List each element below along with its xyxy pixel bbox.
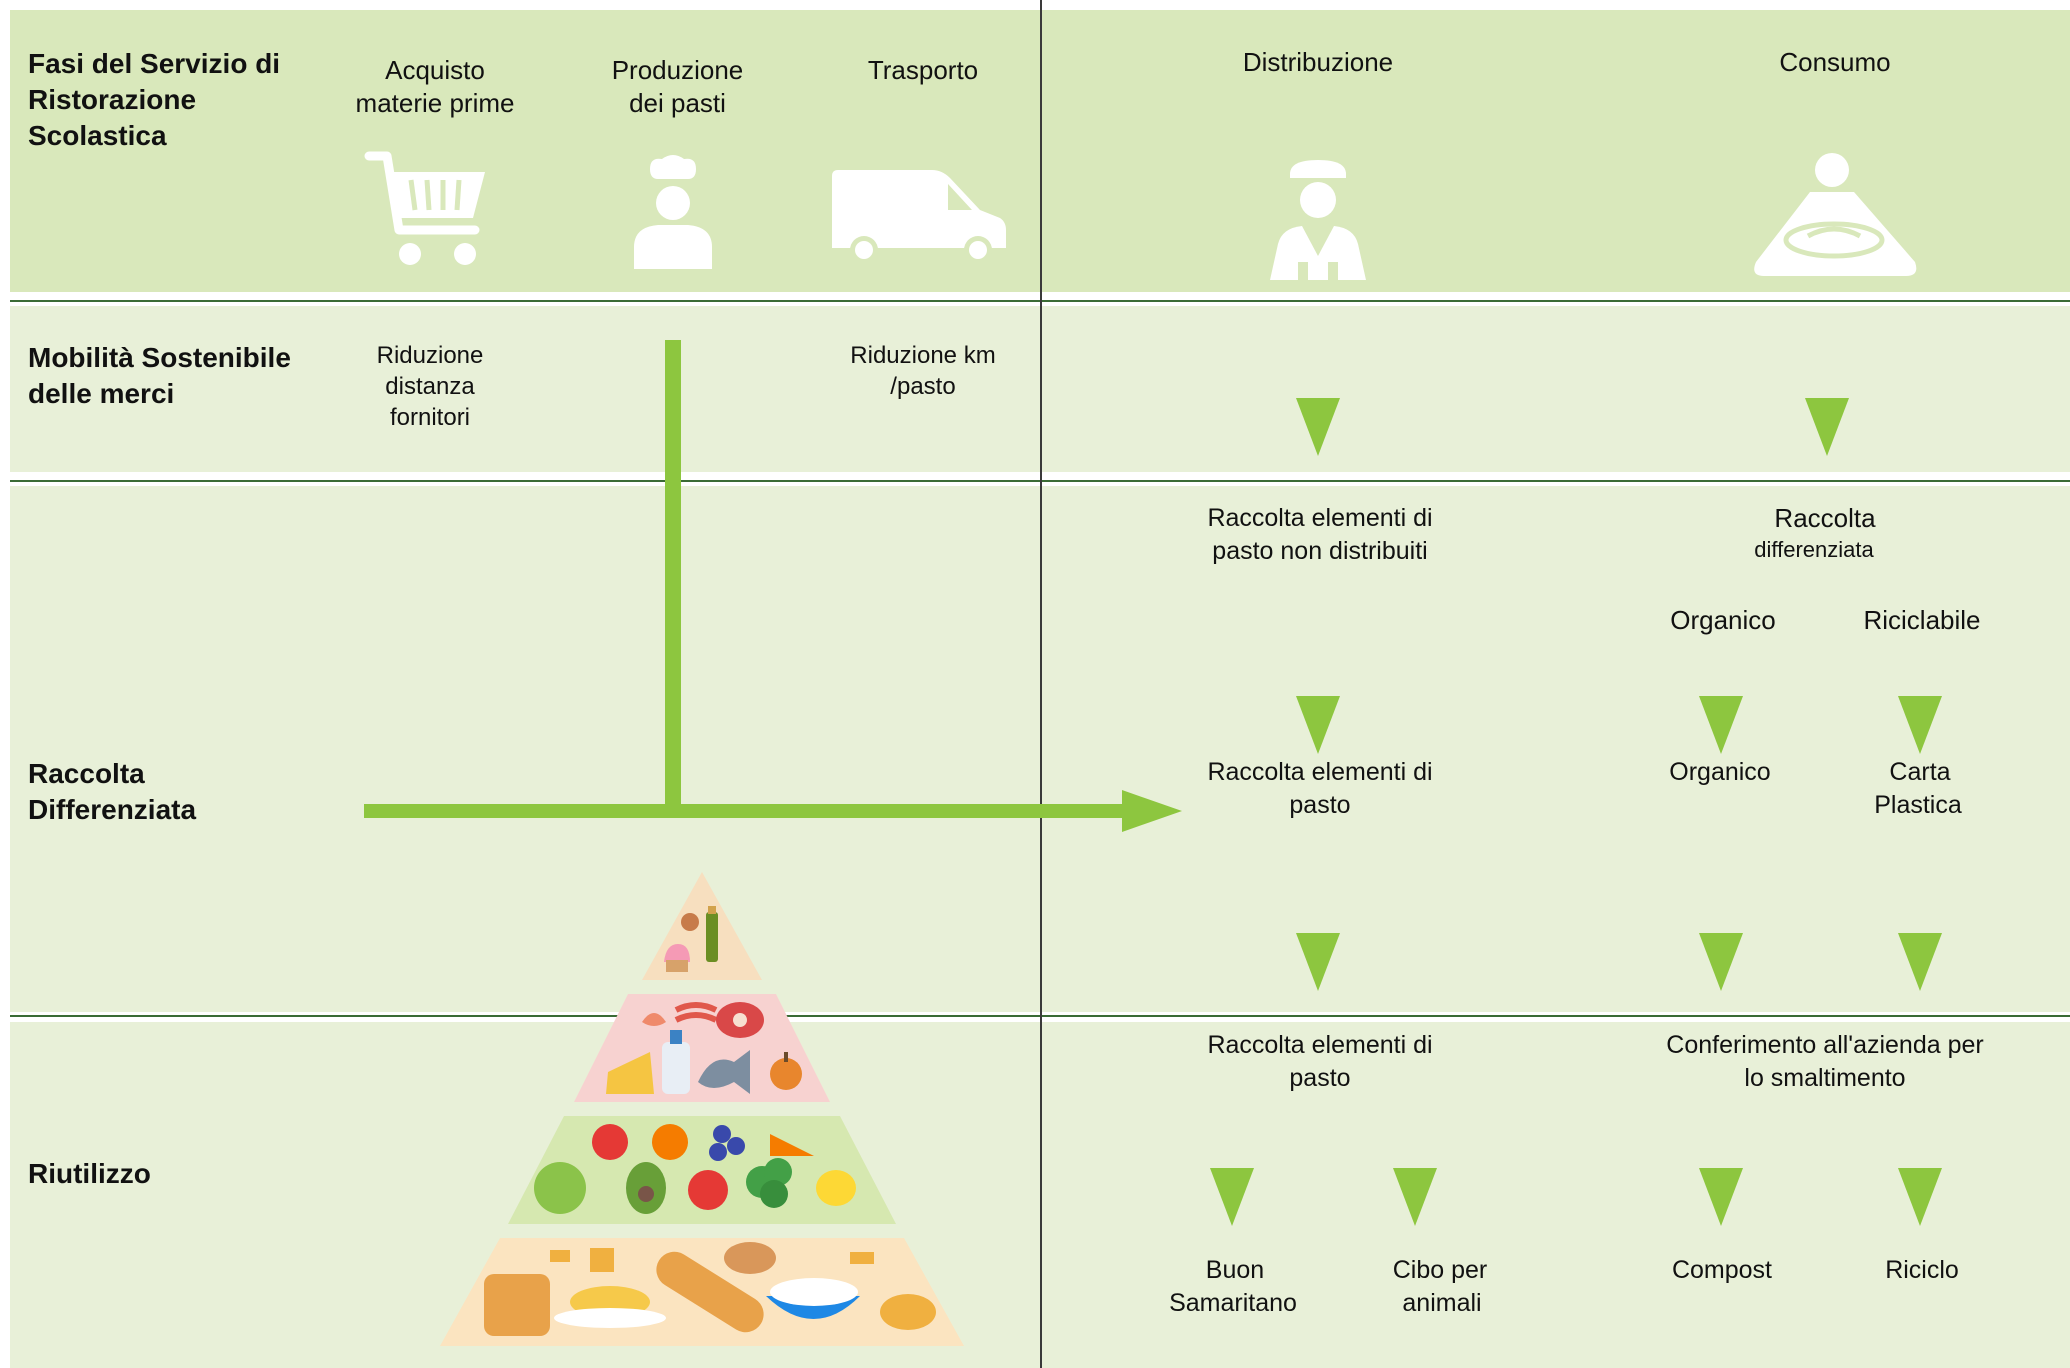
phase-trasporto: Trasporto (867, 55, 979, 85)
flow-line-vertical (665, 340, 681, 810)
phase-distribuzione: Distribuzione (1242, 47, 1394, 77)
food-pyramid-icon (440, 872, 964, 1346)
arrow-down (1296, 933, 1340, 991)
raccolta-differenziata-title: Raccolta (1774, 503, 1876, 533)
arrow-down (1898, 933, 1942, 991)
phase-consumo: Consumo (1779, 47, 1891, 77)
raccolta-elementi-pasto: Raccolta elementi di pasto (1207, 758, 1433, 819)
arrow-down (1898, 1168, 1942, 1226)
mobility-riduzione-km: Riduzione km /pasto (850, 342, 996, 400)
reuse-samaritano: Samaritano (1169, 1289, 1297, 1317)
mobility-riduzione-distanza: Riduzione distanza fornitori (376, 342, 484, 431)
row-label-phases: Fasi del Servizio di Ristorazione Scolas… (28, 48, 281, 151)
header-riciclabile: Riciclabile (1863, 605, 1981, 635)
row-label-reuse: Riutilizzo (28, 1158, 151, 1189)
phase-produzione: Produzione dei pasti (611, 55, 744, 118)
arrow-down (1805, 398, 1849, 456)
collection-organico: Organico (1669, 758, 1771, 786)
delivery-van-icon (832, 170, 1006, 264)
raccolta-differenziata-sub: differenziata (1754, 537, 1874, 562)
collection-plastica: Plastica (1874, 791, 1962, 819)
collection-carta: Carta (1889, 758, 1951, 786)
reuse-cibo: Cibo per (1392, 1256, 1488, 1284)
reuse-buon: Buon (1205, 1256, 1265, 1284)
raccolta-non-distribuiti: Raccolta elementi di pasto non distribui… (1207, 504, 1433, 565)
row-label-collection: Raccolta Differenziata (28, 758, 197, 825)
reuse-riciclo: Riciclo (1885, 1256, 1959, 1284)
row-label-mobility: Mobilità Sostenibile delle merci (28, 342, 291, 409)
reuse-compost: Compost (1671, 1256, 1773, 1284)
arrow-down (1210, 1168, 1254, 1226)
chef-icon (634, 155, 712, 269)
arrow-down (1393, 1168, 1437, 1226)
arrow-down (1699, 933, 1743, 991)
arrow-down (1898, 696, 1942, 754)
arrow-down (1699, 1168, 1743, 1226)
arrow-down (1296, 696, 1340, 754)
phase-acquisto: Acquisto materie prime (355, 55, 515, 118)
reuse-animali: animali (1402, 1289, 1482, 1317)
reuse-conferimento: Conferimento all'azienda per lo smaltime… (1666, 1031, 1984, 1092)
flow-arrowhead (1122, 790, 1182, 832)
header-organico: Organico (1670, 605, 1776, 635)
arrow-down (1296, 398, 1340, 456)
reuse-raccolta-elementi: Raccolta elementi di pasto (1207, 1031, 1433, 1092)
arrow-down (1699, 696, 1743, 754)
diner-person-icon (1754, 153, 1917, 276)
flow-line-horizontal (364, 804, 1124, 818)
column-divider (1040, 0, 1042, 1368)
server-waiter-icon (1270, 160, 1366, 280)
shopping-cart-icon (364, 151, 485, 265)
